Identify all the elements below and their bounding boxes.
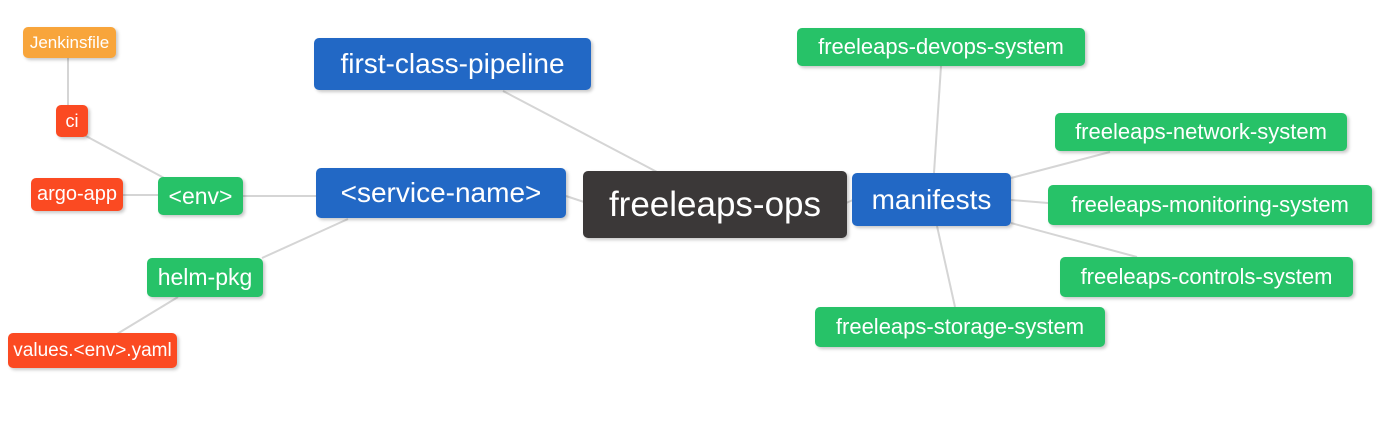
edge-ops-manifests xyxy=(845,199,854,204)
edge-manifests-storage-system xyxy=(936,225,956,308)
node-service-name[interactable]: <service-name> xyxy=(316,168,566,218)
node-env[interactable]: <env> xyxy=(158,177,243,215)
edge-manifests-devops-system xyxy=(933,65,942,174)
edge-helm-pkg-values-env-yaml xyxy=(116,296,179,335)
node-ci[interactable]: ci xyxy=(56,105,88,137)
node-freeleaps-monitoring-system[interactable]: freeleaps-monitoring-system xyxy=(1048,185,1372,225)
node-argo-app[interactable]: argo-app xyxy=(31,178,123,211)
edge-helm-pkg-service-name xyxy=(261,218,349,259)
node-freeleaps-devops-system[interactable]: freeleaps-devops-system xyxy=(797,28,1085,66)
edge-service-name-ops xyxy=(565,195,585,203)
node-freeleaps-ops[interactable]: freeleaps-ops xyxy=(583,171,847,238)
edge-ci-env xyxy=(83,134,167,180)
node-helm-pkg[interactable]: helm-pkg xyxy=(147,258,263,297)
node-first-class-pipeline[interactable]: first-class-pipeline xyxy=(314,38,591,90)
node-manifests[interactable]: manifests xyxy=(852,173,1011,226)
edge-first-class-pipeline-ops xyxy=(502,90,658,173)
node-values-env-yaml[interactable]: values.<env>.yaml xyxy=(8,333,177,368)
node-freeleaps-controls-system[interactable]: freeleaps-controls-system xyxy=(1060,257,1353,297)
edge-manifests-monitoring-system xyxy=(1010,199,1049,204)
node-freeleaps-storage-system[interactable]: freeleaps-storage-system xyxy=(815,307,1105,347)
edge-manifests-network-system xyxy=(1010,151,1111,179)
edge-manifests-controls-system xyxy=(1010,222,1138,258)
node-freeleaps-network-system[interactable]: freeleaps-network-system xyxy=(1055,113,1347,151)
node-jenkinsfile[interactable]: Jenkinsfile xyxy=(23,27,116,58)
